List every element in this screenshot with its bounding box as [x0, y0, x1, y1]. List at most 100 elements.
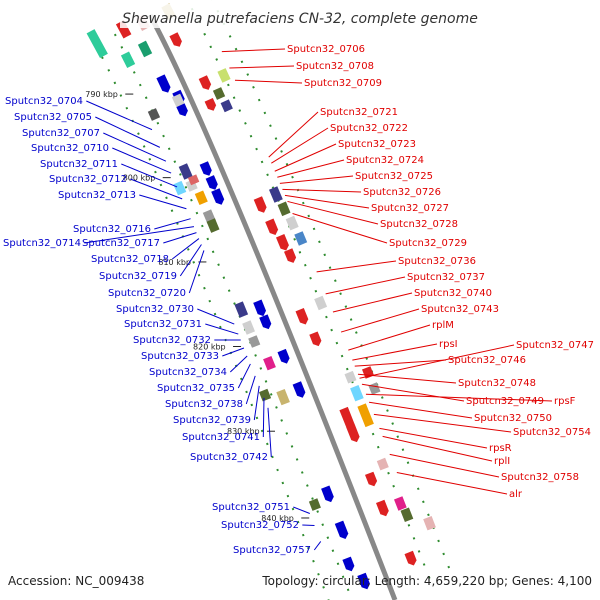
left-leader: [121, 163, 178, 188]
gene-label-left[interactable]: Sputcn32_0716: [73, 224, 151, 235]
genome-backbone: [147, 13, 398, 600]
right-leader: [271, 127, 329, 164]
gene-label-left[interactable]: Sputcn32_0733: [141, 351, 219, 362]
gene-label-left[interactable]: Sputcn32_0719: [99, 271, 177, 282]
gene-block: [376, 457, 389, 471]
right-leader: [361, 383, 465, 402]
right-leader: [365, 393, 553, 402]
gene-label-right[interactable]: Sputcn32_0726: [363, 187, 441, 198]
gene-block: [295, 308, 309, 325]
gene-label-right[interactable]: Sputcn32_0743: [421, 304, 499, 315]
gene-label-left[interactable]: Sputcn32_0711: [40, 159, 118, 170]
gene-label-left[interactable]: Sputcn32_0738: [165, 399, 243, 410]
gene-label-right[interactable]: Sputcn32_0749: [466, 396, 544, 407]
gene-block: [321, 485, 334, 503]
gene-label-right[interactable]: Sputcn32_0724: [346, 155, 424, 166]
gene-label-right[interactable]: Sputcn32_0721: [320, 107, 398, 118]
gene-block: [400, 507, 414, 522]
gene-label-right[interactable]: Sputcn32_0750: [474, 413, 552, 424]
gene-label-right[interactable]: Sputcn32_0758: [501, 472, 579, 483]
right-leader: [282, 188, 362, 193]
gene-label-right[interactable]: alr: [509, 489, 523, 500]
gene-block: [169, 32, 182, 47]
gene-label-left[interactable]: Sputcn32_0713: [58, 190, 136, 201]
right-leader: [332, 292, 413, 313]
left-leader: [267, 407, 272, 458]
gene-label-left[interactable]: Sputcn32_0752: [221, 520, 299, 531]
gene-label-right[interactable]: Sputcn32_0746: [448, 355, 526, 366]
gene-block: [285, 215, 299, 231]
right-leader: [287, 200, 379, 225]
gene-block: [178, 163, 193, 180]
gene-block: [276, 234, 289, 251]
gene-label-left[interactable]: Sputcn32_0712: [49, 174, 127, 185]
gene-label-right[interactable]: Sputcn32_0736: [398, 256, 476, 267]
gene-label-left[interactable]: Sputcn32_0705: [14, 112, 92, 123]
left-leader: [293, 506, 310, 514]
gene-label-right[interactable]: Sputcn32_0727: [371, 203, 449, 214]
gene-label-right[interactable]: Sputcn32_0754: [513, 427, 591, 438]
gene-label-right[interactable]: rplM: [432, 320, 454, 331]
gene-label-left[interactable]: Sputcn32_0714: [3, 238, 81, 249]
track-guide-3: [211, 0, 453, 576]
gene-label-left[interactable]: Sputcn32_0704: [5, 96, 83, 107]
gene-block: [309, 331, 322, 347]
gene-label-right[interactable]: Sputcn32_0722: [330, 123, 408, 134]
left-leader: [205, 323, 239, 335]
gene-label-right[interactable]: Sputcn32_0740: [414, 288, 492, 299]
gene-label-right[interactable]: Sputcn32_0729: [389, 238, 467, 249]
right-leader: [382, 435, 493, 462]
gene-label-left[interactable]: Sputcn32_0732: [133, 335, 211, 346]
gene-label-left[interactable]: Sputcn32_0731: [124, 319, 202, 330]
gene-block: [277, 201, 291, 217]
gene-label-left[interactable]: Sputcn32_0710: [31, 143, 109, 154]
gene-label-left[interactable]: Sputcn32_0720: [108, 288, 186, 299]
right-leader: [221, 48, 286, 53]
left-leader: [197, 308, 235, 325]
gene-block: [357, 572, 370, 590]
gene-label-left[interactable]: Sputcn32_0718: [91, 254, 169, 265]
right-leader: [274, 143, 337, 172]
gene-label-left[interactable]: Sputcn32_0707: [22, 128, 100, 139]
gene-block: [334, 520, 349, 539]
gene-block: [259, 388, 272, 402]
right-leader: [373, 413, 512, 433]
gene-label-left[interactable]: Sputcn32_0757: [233, 545, 311, 556]
leader-lines: [84, 48, 553, 551]
gene-block: [234, 301, 249, 318]
gene-label-left[interactable]: Sputcn32_0730: [116, 304, 194, 315]
topology-text: Topology: circular; Length: 4,659,220 bp…: [262, 574, 592, 588]
gene-label-right[interactable]: Sputcn32_0723: [338, 139, 416, 150]
gene-label-right[interactable]: Sputcn32_0728: [380, 219, 458, 230]
gene-label-right[interactable]: Sputcn32_0708: [296, 61, 374, 72]
gene-label-left[interactable]: Sputcn32_0717: [82, 238, 160, 249]
left-leader: [84, 226, 195, 244]
gene-label-right[interactable]: Sputcn32_0748: [458, 378, 536, 389]
right-leader: [268, 111, 319, 158]
gene-label-right[interactable]: rpsI: [439, 339, 458, 350]
gene-label-right[interactable]: Sputcn32_0706: [287, 44, 365, 55]
gene-label-right[interactable]: Sputcn32_0725: [355, 171, 433, 182]
gene-label-left[interactable]: Sputcn32_0739: [173, 415, 251, 426]
scale-label: 850 kbp: [294, 599, 327, 600]
gene-block: [365, 471, 378, 487]
gene-block: [187, 174, 200, 186]
gene-block: [294, 231, 308, 246]
gene-label-right[interactable]: rpsR: [489, 443, 512, 454]
gene-block: [198, 75, 212, 90]
gene-label-right[interactable]: Sputcn32_0737: [407, 272, 485, 283]
right-leader: [348, 324, 431, 351]
gene-label-left[interactable]: Sputcn32_0735: [157, 383, 235, 394]
gene-label-left[interactable]: Sputcn32_0742: [190, 452, 268, 463]
gene-label-right[interactable]: rpsF: [554, 396, 576, 407]
gene-label-left[interactable]: Sputcn32_0751: [212, 502, 290, 513]
gene-label-left[interactable]: Sputcn32_0734: [149, 367, 227, 378]
gene-label-right[interactable]: Sputcn32_0709: [304, 78, 382, 89]
gene-label-right[interactable]: Sputcn32_0747: [516, 340, 594, 351]
gene-label-right[interactable]: rplI: [494, 456, 510, 467]
gene-label-left[interactable]: Sputcn32_0741: [182, 432, 260, 443]
right-leader: [369, 401, 473, 419]
gene-block: [284, 248, 297, 263]
